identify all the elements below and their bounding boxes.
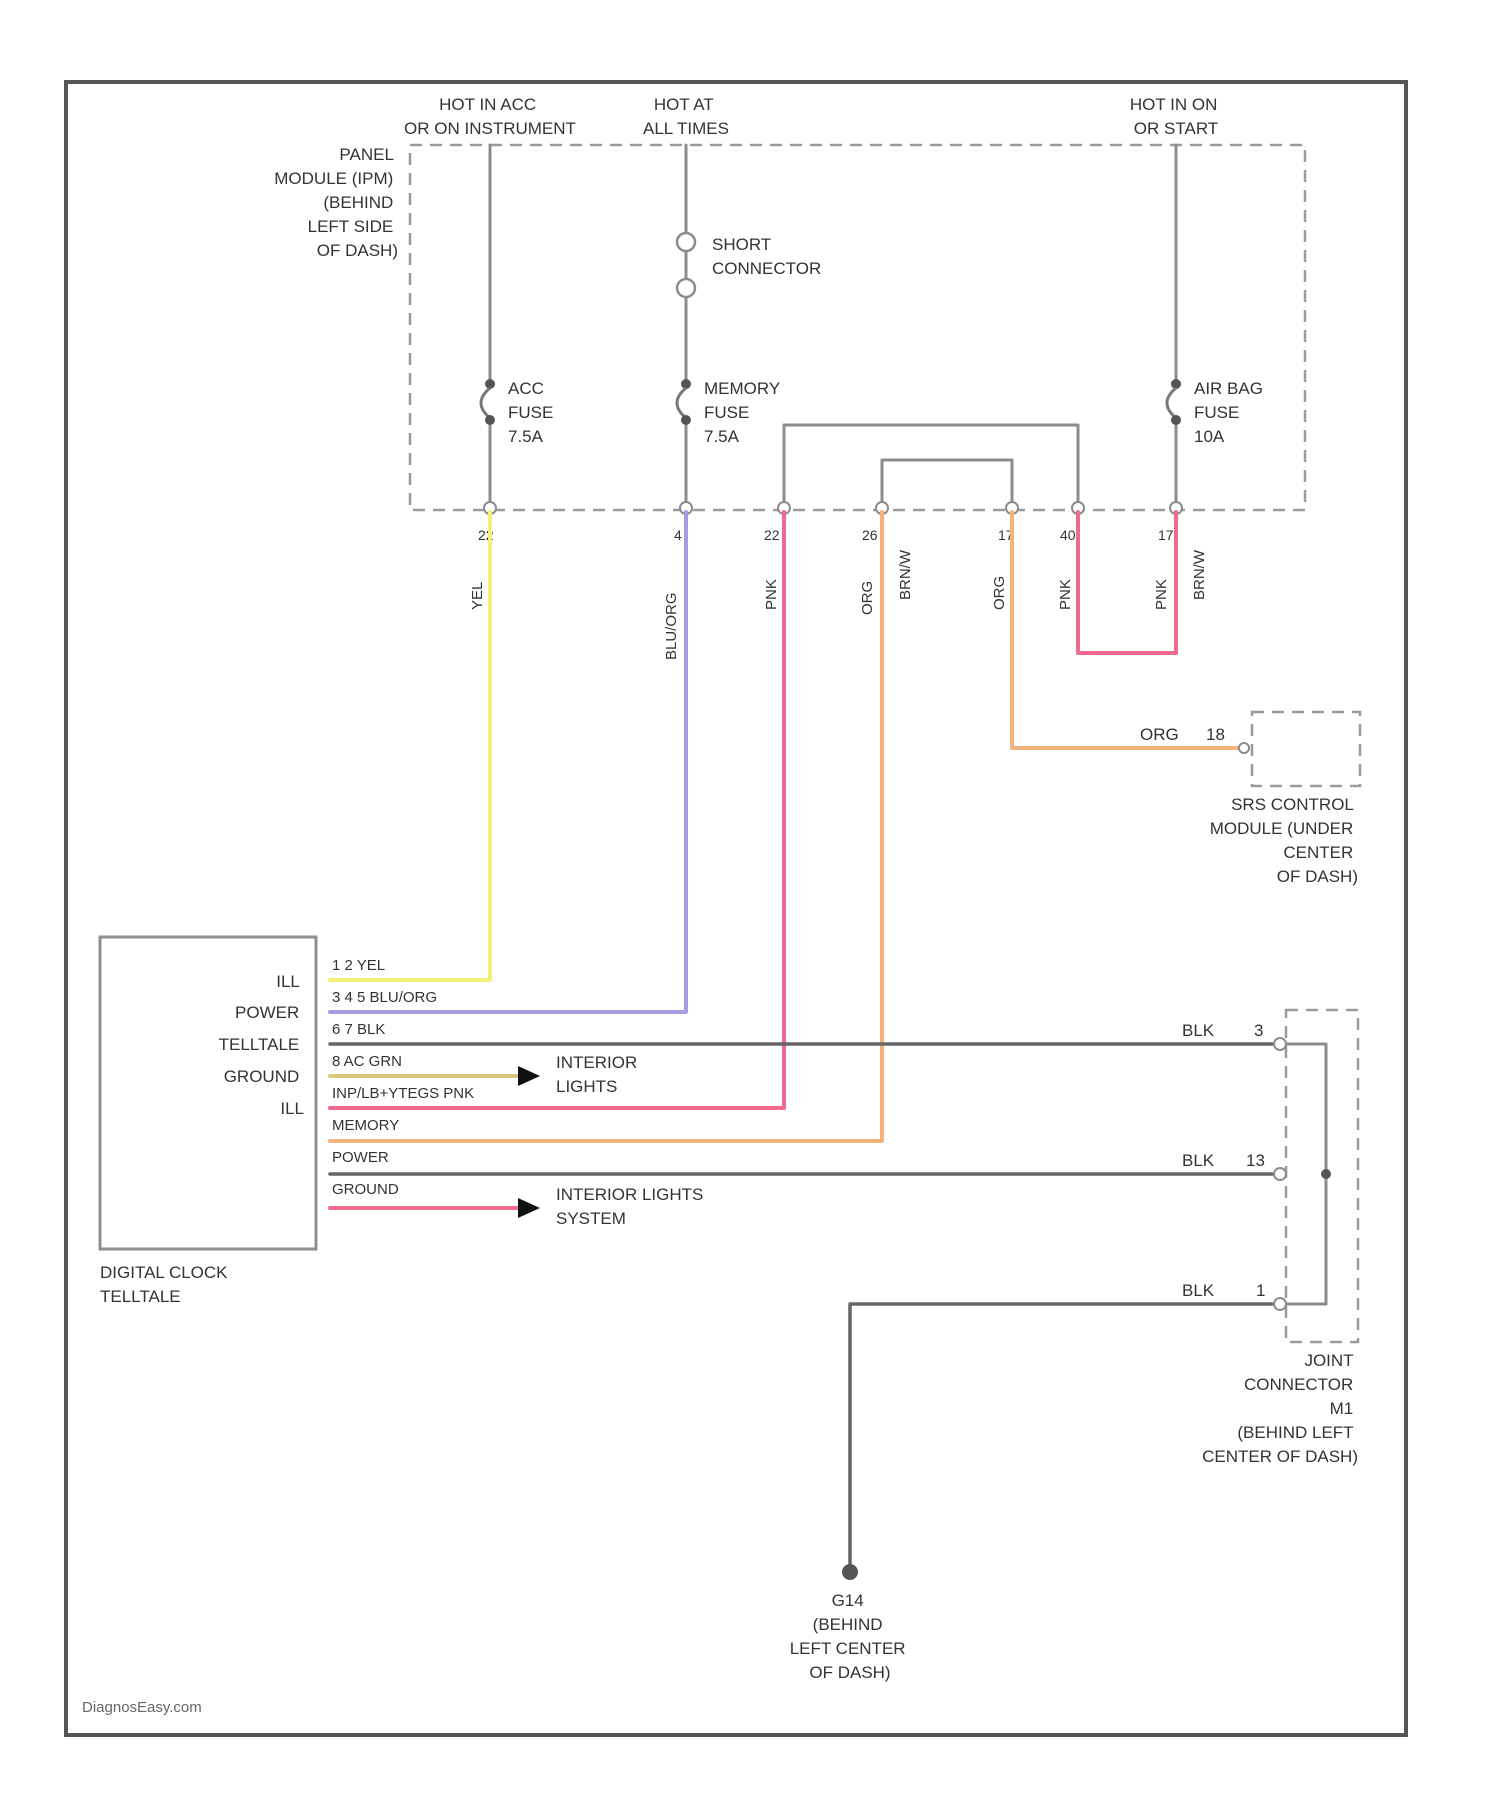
watermark: DiagnosEasy.com — [82, 1699, 202, 1716]
memory-fuse-icon — [677, 379, 691, 425]
joint-wire-1-pin: 3 — [1254, 1021, 1263, 1040]
wire-label-org-1: ORG — [859, 581, 876, 615]
joint-wire-1-color: BLK — [1182, 1021, 1215, 1040]
ipdm-module-box — [410, 145, 1305, 510]
acc-fuse-icon — [481, 379, 495, 425]
memory-fuse-label: MEMORY FUSE 7.5A — [704, 379, 785, 446]
source-hot-acc: HOT IN ACC OR ON INSTRUMENT — [404, 95, 576, 138]
short-connector-bottom-icon — [677, 279, 695, 297]
wire-label-org-2: ORG — [991, 576, 1008, 610]
internal-jumper-outer — [784, 425, 1078, 505]
module-pin-2: 4 — [674, 527, 682, 543]
ground-g14-icon — [842, 1564, 858, 1580]
joint-connector-pins — [1274, 1038, 1286, 1310]
joint-splice-dot-icon — [1321, 1169, 1331, 1179]
clock-wire-label-ground: GROUND — [332, 1181, 399, 1198]
acc-fuse-label: ACC FUSE 7.5A — [508, 379, 558, 446]
wire-label-blu-org: BLU/ORG — [663, 592, 680, 660]
joint-wire-2-pin: 13 — [1246, 1151, 1265, 1170]
wire-black-to-g14 — [850, 1304, 1272, 1566]
joint-connector-label: JOINT CONNECTOR M1 (BEHIND LEFT CENTER O… — [1202, 1351, 1358, 1466]
joint-wire-3-pin: 1 — [1256, 1281, 1265, 1300]
wire-label-brn-w-1: BRN/W — [897, 549, 914, 600]
wire-label-pnk-2: PNK — [1057, 579, 1074, 610]
wire-label-pnk-1: PNK — [763, 579, 780, 610]
module-pin-6: 40 — [1060, 527, 1076, 543]
wire-pink-memory — [330, 512, 784, 1108]
joint-wire-3-color: BLK — [1182, 1281, 1215, 1300]
clock-wire-label-blk: 6 7 BLK — [332, 1021, 385, 1038]
module-pin-4: 26 — [862, 527, 878, 543]
srs-control-module-box — [1252, 712, 1360, 786]
interior-lights-arrow-icon — [518, 1066, 540, 1086]
wire-orange-srs — [1012, 512, 1240, 748]
source-hot-on-start: HOT IN ON OR START — [1130, 95, 1222, 138]
wire-yellow-ill — [330, 512, 490, 980]
wire-label-yel: YEL — [469, 582, 486, 610]
clock-wire-label-grn: 8 AC GRN — [332, 1053, 402, 1070]
ground-g14-label: G14 (BEHIND LEFT CENTER OF DASH) — [790, 1591, 911, 1682]
joint-connector-bus — [1286, 1044, 1326, 1304]
clock-wire-label-pnk: INP/LB+YTEGS PNK — [332, 1085, 474, 1102]
internal-jumper-inner — [882, 460, 1012, 505]
srs-connector-pin-icon — [1239, 743, 1249, 753]
ipdm-label: PANEL MODULE (IPM) (BEHIND LEFT SIDE OF … — [274, 145, 398, 260]
source-hot-all-times: HOT AT ALL TIMES — [643, 95, 729, 138]
diagram-frame — [66, 82, 1406, 1735]
short-connector-label: SHORT CONNECTOR — [712, 235, 821, 278]
srs-module-label: SRS CONTROL MODULE (UNDER CENTER OF DASH… — [1210, 795, 1358, 886]
joint-wire-2-color: BLK — [1182, 1151, 1215, 1170]
clock-wire-label-power: POWER — [332, 1149, 389, 1166]
module-pin-3: 22 — [764, 527, 780, 543]
short-connector-top-icon — [677, 233, 695, 251]
interior-lights-label: INTERIOR LIGHTS — [556, 1053, 642, 1096]
clock-wire-label-yel: 1 2 YEL — [332, 957, 385, 974]
wire-label-pnk-3: PNK — [1153, 579, 1170, 610]
srs-pin-number: 18 — [1206, 725, 1225, 744]
clock-wire-label-memory: MEMORY — [332, 1117, 399, 1134]
wire-blue-orange-power — [330, 512, 686, 1012]
airbag-fuse-label: AIR BAG FUSE 10A — [1194, 379, 1268, 446]
wire-orange-memory — [330, 512, 882, 1141]
interior-lights-system-arrow-icon — [518, 1198, 540, 1218]
module-pin-7: 17 — [1158, 527, 1174, 543]
clock-wire-label-blu-org: 3 4 5 BLU/ORG — [332, 989, 437, 1006]
digital-clock-label: DIGITAL CLOCK TELLTALE — [100, 1263, 232, 1306]
interior-lights-system-label: INTERIOR LIGHTS SYSTEM — [556, 1185, 708, 1228]
srs-wire-color: ORG — [1140, 725, 1179, 744]
wire-label-brn-w-2: BRN/W — [1191, 549, 1208, 600]
airbag-fuse-icon — [1167, 379, 1181, 425]
